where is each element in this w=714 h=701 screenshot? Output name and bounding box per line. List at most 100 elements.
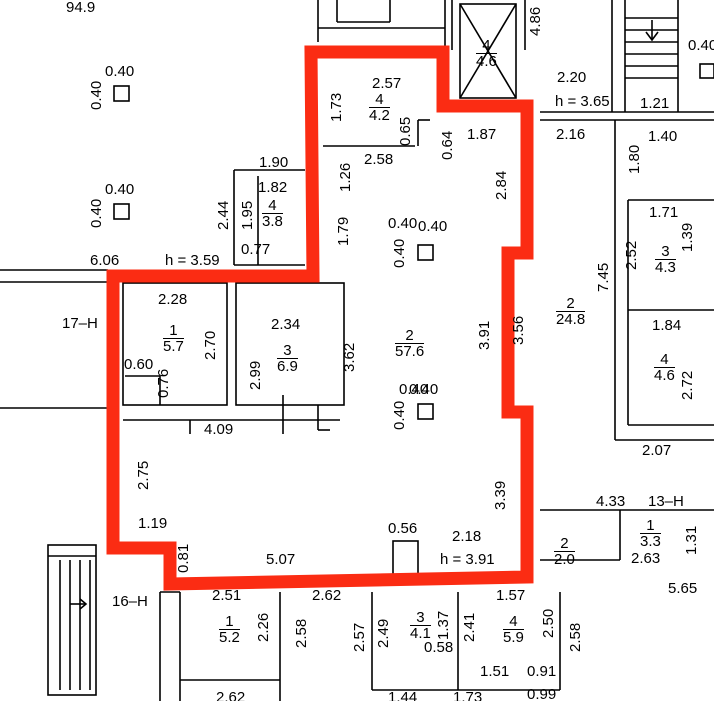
dimension-label: 1.19: [138, 515, 168, 532]
dimension-label: 3.56: [510, 315, 527, 345]
dimension-label: 1.40: [648, 128, 678, 145]
unit-tag: 16–Н: [112, 593, 148, 610]
height-label: h = 3.91: [440, 551, 495, 568]
dimension-label: 1.87: [467, 126, 497, 143]
dimension-label: 4.33: [596, 493, 626, 510]
dimension-label: 2.41: [461, 612, 478, 642]
dimension-label: 1.80: [626, 144, 643, 174]
dimension-label: 1.26: [337, 162, 354, 192]
dimension-label: 2.57: [372, 75, 402, 92]
dimension-label: 2.58: [567, 622, 584, 652]
dimension-label: 2.72: [679, 370, 696, 400]
dimension-label: 0.40: [399, 381, 429, 398]
dimension-label: 1.90: [259, 154, 289, 171]
height-label: h = 3.59: [165, 252, 220, 269]
dimension-label: 0.40: [391, 238, 408, 268]
dimension-label: 0.77: [241, 241, 271, 258]
dimension-label: 2.28: [158, 291, 188, 308]
dimension-label: 0.40: [88, 80, 105, 110]
dimension-label: 2.50: [540, 608, 557, 638]
dimension-label: 7.45: [595, 262, 612, 292]
dimension-label: 1.95: [239, 200, 256, 230]
dimension-label: 4.09: [204, 421, 234, 438]
dimension-label: 2.75: [135, 460, 152, 490]
dimension-label: 0.40: [409, 381, 439, 398]
dimension-label: 1.84: [652, 317, 682, 334]
dimension-label: 0.40: [688, 37, 714, 54]
dimension-label: 1.71: [649, 204, 679, 221]
dimension-label: 0.76: [155, 368, 172, 398]
dimension-label: 3.91: [476, 320, 493, 350]
height-label: h = 3.65: [555, 93, 610, 110]
dimension-label: 0.40: [388, 215, 418, 232]
dimension-label: 1.57: [496, 587, 526, 604]
dimension-label: 0.58: [424, 639, 454, 656]
dimension-label: 3.62: [341, 342, 358, 372]
dimension-label: 1.79: [335, 216, 352, 246]
unit-tag: 17–Н: [62, 315, 98, 332]
dimension-label: 2.26: [255, 612, 272, 642]
dimension-label: 2.20: [557, 69, 587, 86]
dimension-label: 1.82: [258, 179, 288, 196]
area-label: 94.9: [66, 0, 96, 16]
dimension-label: 2.57: [351, 622, 368, 652]
dimension-label: 1.44: [388, 689, 418, 701]
dimension-label: 2.49: [375, 618, 392, 648]
dimension-label: 2.70: [202, 330, 219, 360]
dimension-label: 1.37: [435, 610, 452, 640]
dimension-label: 6.06: [90, 252, 120, 269]
dimension-label: 2.58: [293, 618, 310, 648]
dimension-label: 2.44: [215, 200, 232, 230]
dimension-label: 0.40: [418, 218, 448, 235]
dimension-label: 1.21: [640, 95, 670, 112]
dimension-label: 4.86: [527, 6, 544, 36]
dimension-label: 0.81: [175, 543, 192, 573]
dimension-label: 0.99: [527, 686, 557, 701]
dimension-label: 2.58: [364, 151, 394, 168]
dimension-label: 2.99: [247, 360, 264, 390]
column-markers: [113, 63, 714, 420]
dimension-label: 2.52: [623, 240, 640, 270]
dimension-label: 2.16: [556, 126, 586, 143]
dimension-label: 0.56: [388, 520, 418, 537]
dimension-label: 0.40: [88, 198, 105, 228]
dimension-label: 1.31: [683, 525, 700, 555]
dimension-label: 1.39: [679, 222, 696, 252]
dimension-label: 0.91: [527, 663, 557, 680]
dimension-label: 2.62: [216, 689, 246, 701]
dimension-label: 0.40: [391, 400, 408, 430]
unit-boundary: [106, 45, 534, 591]
dimension-label: 0.40: [105, 63, 135, 80]
dimension-label: 0.40: [105, 181, 135, 198]
dimension-label: 2.63: [631, 550, 661, 567]
dimension-label: 0.64: [439, 130, 456, 160]
dimension-label: 2.07: [642, 442, 672, 459]
dimension-label: 1.73: [453, 689, 483, 701]
dimension-label: 1.73: [328, 92, 345, 122]
dimension-label: 2.84: [493, 170, 510, 200]
dimension-label: 5.65: [668, 580, 698, 597]
dimension-label: 0.60: [124, 356, 154, 373]
dimension-label: 5.07: [266, 551, 296, 568]
dimension-label: 1.51: [480, 663, 510, 680]
dimension-label: 3.39: [492, 480, 509, 510]
dimension-label: 2.18: [452, 528, 482, 545]
stair-arrow-icon: [70, 20, 659, 610]
